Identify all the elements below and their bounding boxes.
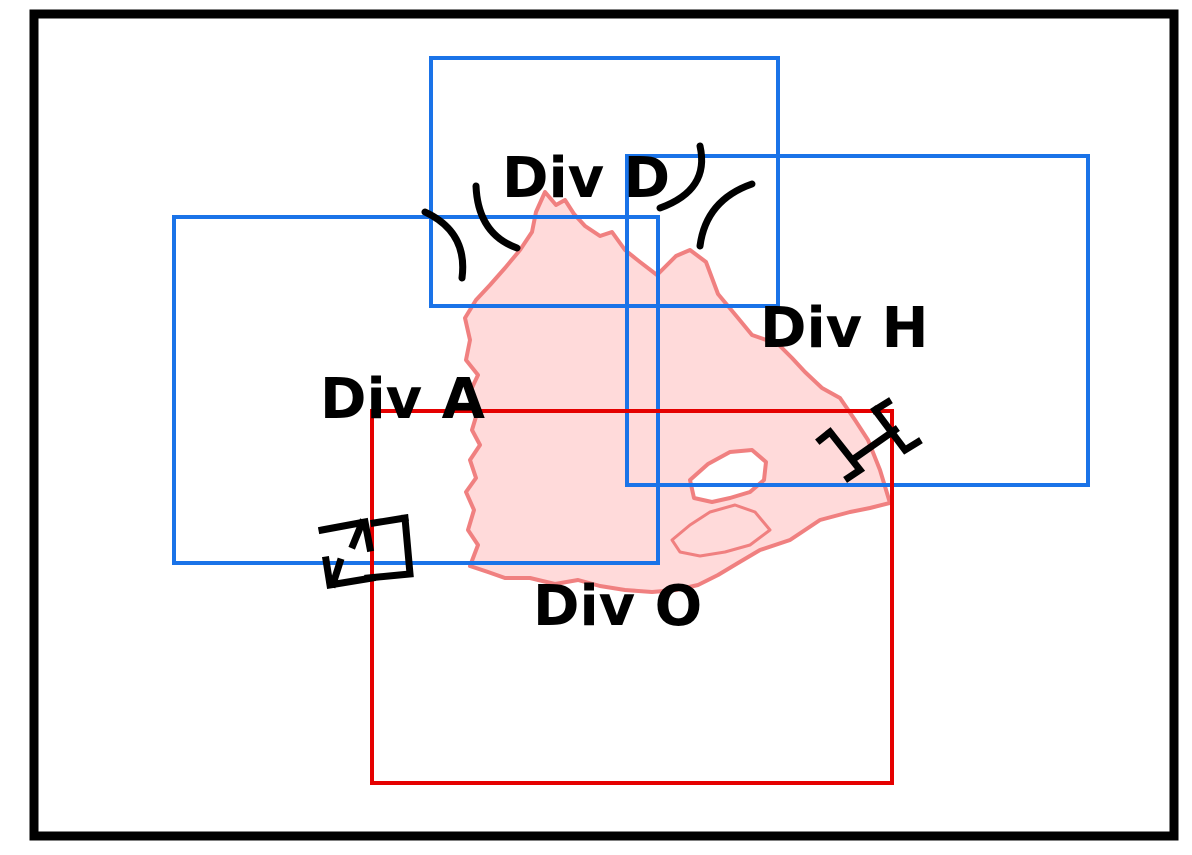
bracket-pair-symbol-a-o <box>317 513 414 590</box>
div-d-box <box>429 56 780 308</box>
div-d-label: Div D <box>502 146 670 211</box>
div-h-box <box>625 154 1090 487</box>
div-a-label: Div A <box>320 367 486 432</box>
region-shape <box>463 190 892 594</box>
div-o-box <box>370 409 894 785</box>
region-hole <box>688 448 768 504</box>
region-inner-squiggle <box>670 503 772 558</box>
div-a-box <box>172 215 660 565</box>
arc-pair-symbol-d-h <box>656 142 756 250</box>
arc-pair-symbol-a-d <box>421 182 521 282</box>
bracket-pair-symbol-h-o <box>815 397 923 483</box>
div-h-label: Div H <box>760 296 929 361</box>
div-o-label: Div O <box>533 574 702 639</box>
